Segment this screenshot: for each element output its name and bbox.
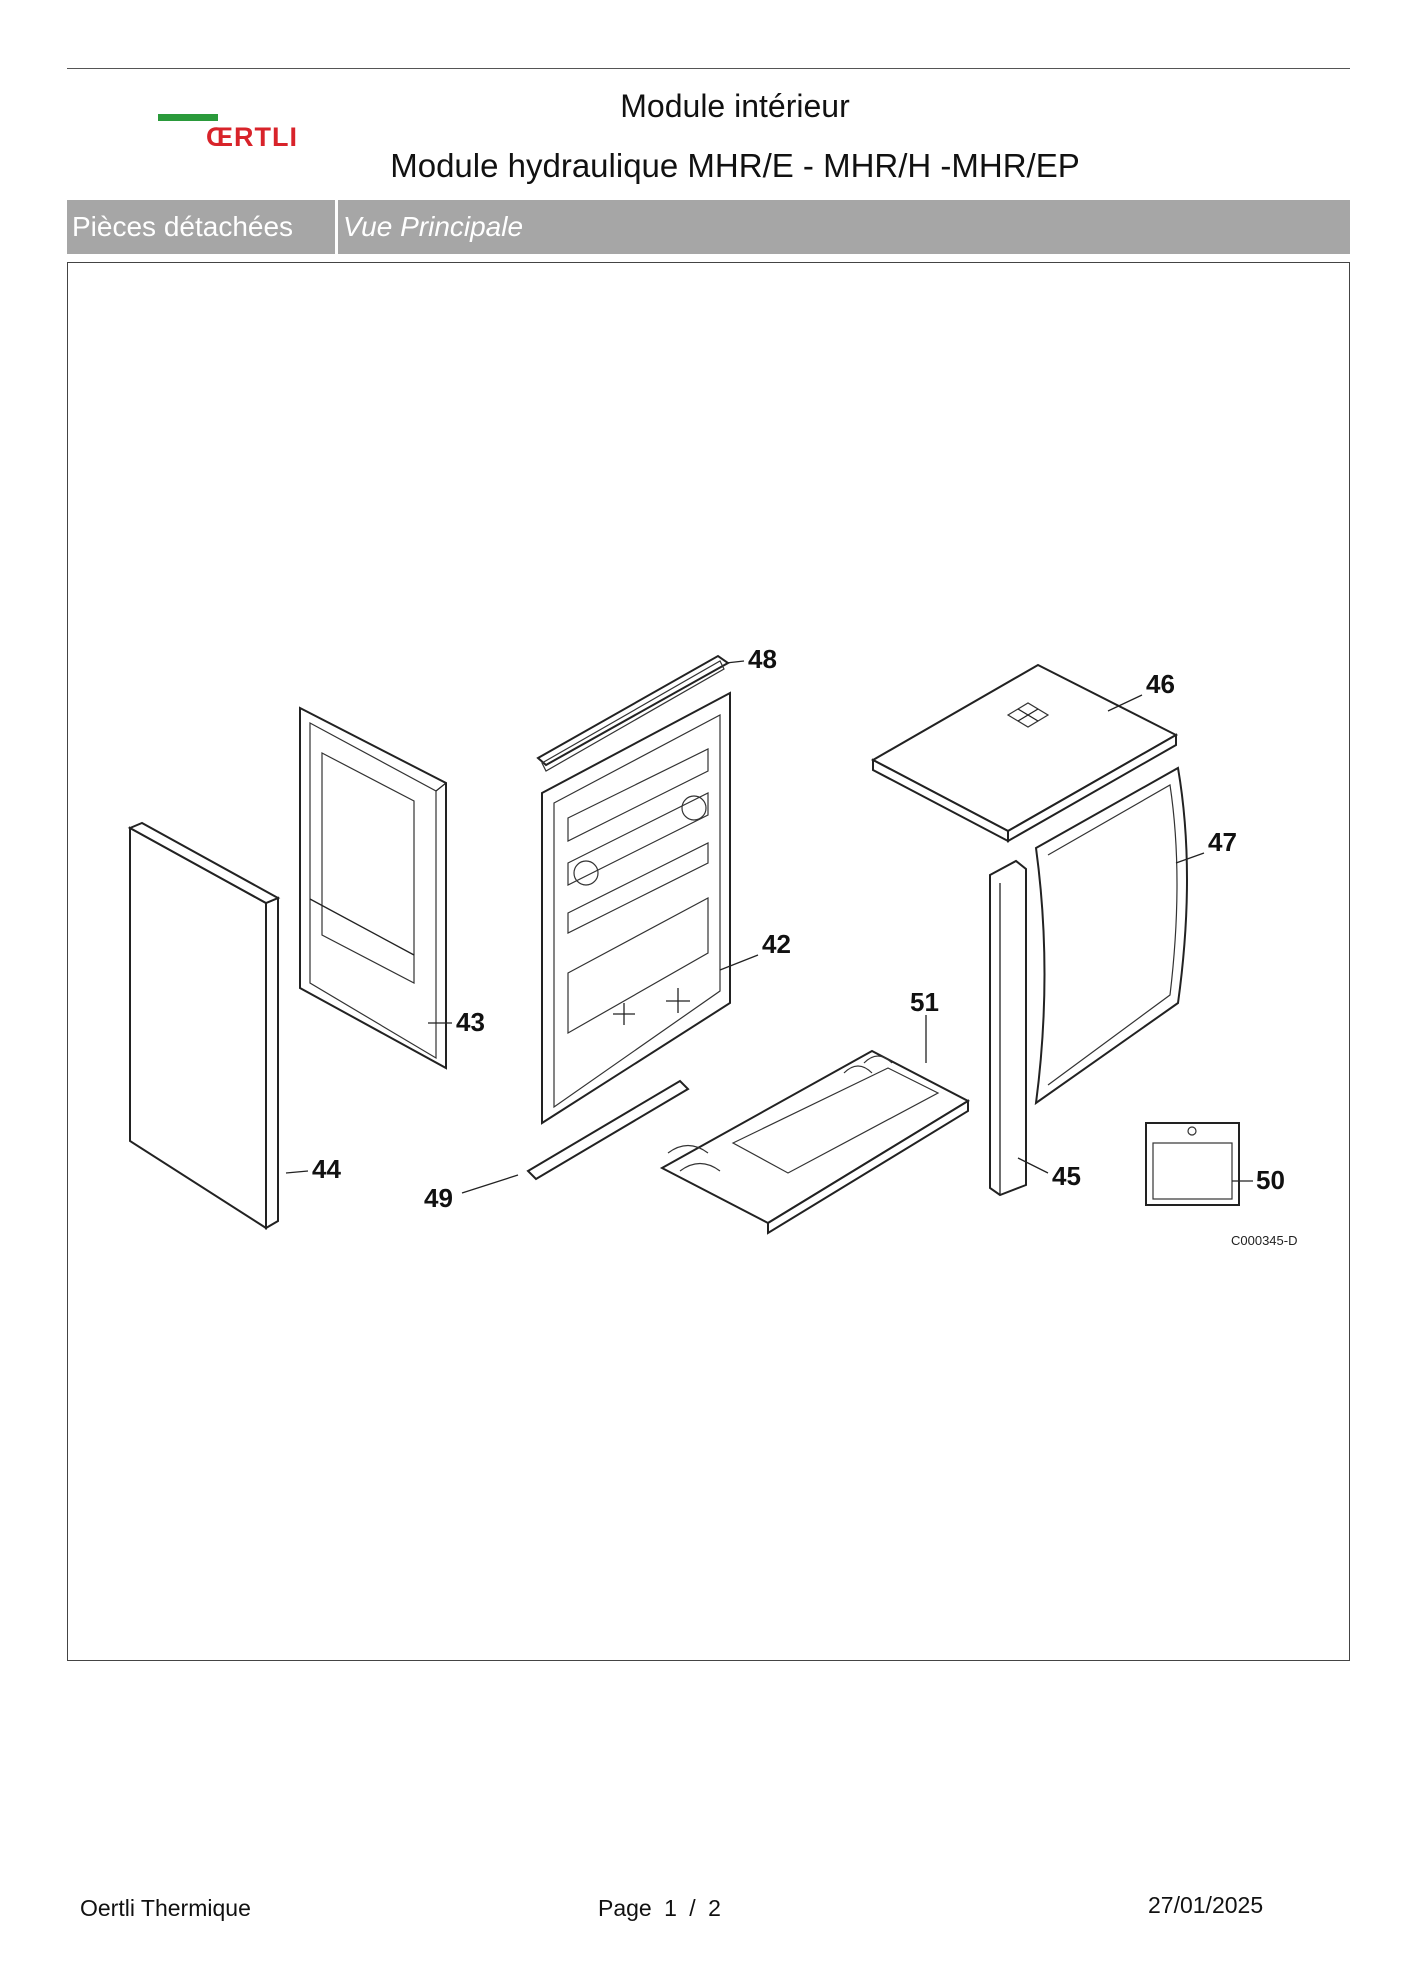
brand-logo: ŒRTLI (158, 114, 308, 154)
footer-date: 27/01/2025 (1148, 1892, 1264, 1918)
leader-45 (1017, 1157, 1049, 1174)
diagram-frame: 48 46 47 42 43 51 44 45 50 49 C000345-D (67, 262, 1350, 1661)
leader-42 (719, 954, 759, 971)
leader-48 (725, 660, 745, 664)
callout-51: 51 (910, 987, 939, 1017)
section-bar: Pièces détachées Vue Principale (67, 200, 1350, 254)
leader-49 (461, 1174, 519, 1194)
leader-44 (285, 1170, 309, 1174)
footer-page-current: 1 (664, 1895, 677, 1921)
footer-page-sep: / (689, 1895, 696, 1921)
tab-main-view: Vue Principale (343, 211, 524, 242)
footer-page: Page 1 / 2 (598, 1895, 727, 1922)
drawing-reference: C000345-D (1231, 1233, 1298, 1248)
callout-46: 46 (1146, 669, 1175, 699)
page-subtitle: Module hydraulique MHR/E - MHR/H -MHR/EP (390, 147, 1080, 184)
part-43-left-frame (299, 706, 447, 1070)
logo-green-bar (158, 114, 218, 121)
part-51-base (659, 1049, 971, 1235)
part-42-back-plate (541, 691, 731, 1125)
part-44-side-panel (127, 821, 281, 1230)
footer-page-total: 2 (708, 1895, 721, 1921)
callout-47: 47 (1208, 827, 1237, 857)
footer-page-label: Page (598, 1895, 652, 1921)
tab-separator (335, 200, 338, 254)
part-45-pillar (989, 859, 1027, 1197)
footer-company: Oertli Thermique (80, 1895, 251, 1921)
part-49-rail (526, 1079, 690, 1181)
top-rule (67, 68, 1350, 69)
exploded-view-diagram: 48 46 47 42 43 51 44 45 50 49 C000345-D (127, 644, 1298, 1248)
part-50-box (1145, 1122, 1240, 1206)
callout-42: 42 (762, 929, 791, 959)
page-title: Module intérieur (620, 88, 850, 124)
callout-49: 49 (424, 1183, 453, 1213)
callout-44: 44 (312, 1154, 341, 1184)
tab-spare-parts: Pièces détachées (72, 211, 294, 242)
callout-43: 43 (456, 1007, 485, 1037)
callout-50: 50 (1256, 1165, 1285, 1195)
callout-48: 48 (748, 644, 777, 674)
part-47-front-door (1034, 766, 1188, 1106)
leader-46 (1107, 694, 1143, 712)
leader-47 (1175, 852, 1205, 864)
logo-text: ŒRTLI (206, 122, 298, 152)
part-46-top-cover (870, 663, 1179, 843)
callout-45: 45 (1052, 1161, 1081, 1191)
